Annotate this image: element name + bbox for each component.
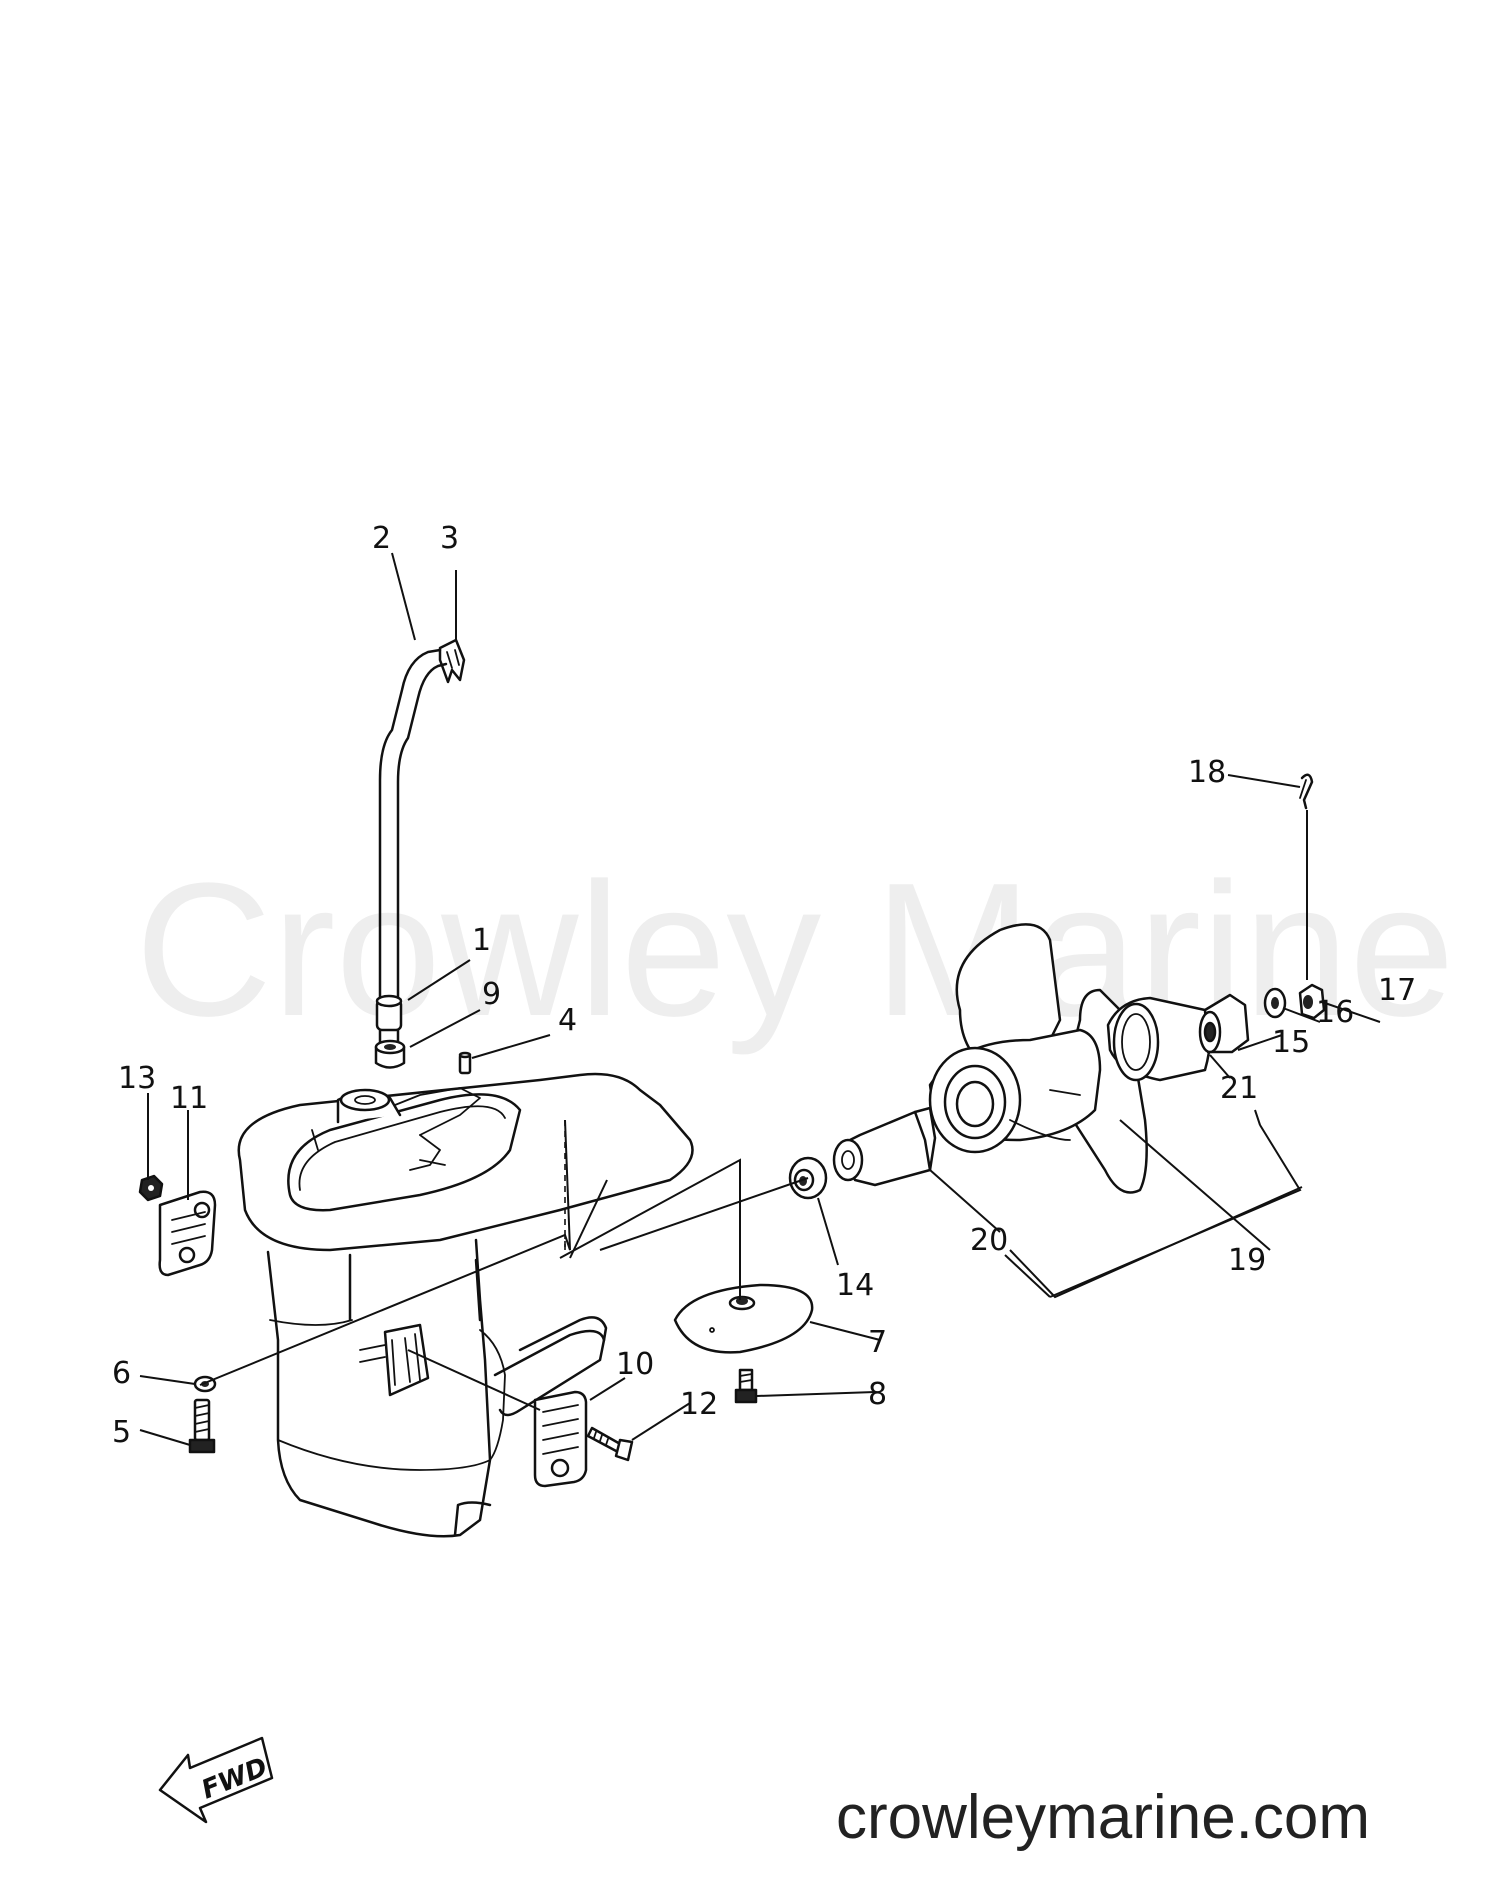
callout-19: 19 [1228, 1243, 1266, 1278]
anode-plate-part [158, 1190, 217, 1277]
callout-13: 13 [118, 1061, 156, 1096]
leader-lines [139, 552, 1381, 1446]
small-bolt-part [734, 1368, 758, 1404]
cotter-pin-part [1299, 773, 1314, 810]
callout-labels: 1 2 3 4 5 6 7 8 9 10 11 12 13 14 15 16 1… [112, 521, 1416, 1450]
grommet-part [375, 994, 403, 1032]
callout-1: 1 [472, 923, 491, 958]
forward-direction-arrow: FWD [158, 1736, 274, 1824]
callout-21: 21 [1220, 1071, 1258, 1106]
callout-7: 7 [868, 1325, 887, 1360]
callout-16: 16 [1316, 995, 1354, 1030]
callout-6: 6 [112, 1356, 131, 1391]
seal-part [374, 1039, 406, 1069]
screw-part [586, 1426, 634, 1462]
spacer-ring-part [1106, 996, 1212, 1082]
tube-clip-part [438, 638, 466, 684]
callout-15: 15 [1272, 1025, 1310, 1060]
website-text: crowleymarine.com [836, 1783, 1370, 1852]
callout-2: 2 [372, 521, 391, 556]
prop-washer-part [1263, 987, 1287, 1019]
bushing-part [1198, 993, 1250, 1054]
bolt-part [188, 1398, 216, 1454]
callout-18: 18 [1188, 755, 1226, 790]
callout-5: 5 [112, 1415, 131, 1450]
cover-plate-part [673, 1283, 814, 1354]
dowel-pin-part [458, 1051, 472, 1075]
watermark-text: Crowley Marine [135, 844, 1455, 1056]
callout-10: 10 [616, 1347, 654, 1382]
trim-tab-anode-part [533, 1390, 588, 1488]
callout-20: 20 [970, 1223, 1008, 1258]
callout-17: 17 [1378, 973, 1416, 1008]
callout-3: 3 [440, 521, 459, 556]
callout-12: 12 [680, 1387, 718, 1422]
callout-11: 11 [170, 1081, 208, 1116]
callout-8: 8 [868, 1377, 887, 1412]
callout-14: 14 [836, 1268, 874, 1303]
nut-part [138, 1174, 164, 1202]
callout-4: 4 [558, 1003, 577, 1038]
spacer-bushing-part [832, 1106, 937, 1187]
callout-9: 9 [482, 977, 501, 1012]
lower-casing-part [237, 1072, 694, 1538]
castle-nut-part [1298, 983, 1326, 1020]
